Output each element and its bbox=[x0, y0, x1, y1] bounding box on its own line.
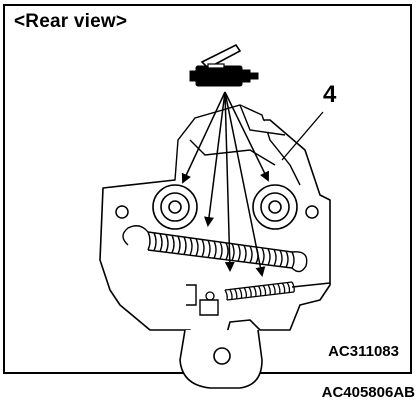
main-spring-coil bbox=[177, 235, 181, 255]
grease-gun-icon bbox=[189, 43, 259, 87]
main-spring bbox=[122, 225, 308, 273]
lower-spring-coil bbox=[257, 285, 262, 297]
latch-slot bbox=[186, 284, 219, 316]
main-spring-coil bbox=[189, 237, 193, 256]
main-spring-coil bbox=[171, 235, 175, 254]
main-spring-coil bbox=[267, 248, 271, 266]
view-title: <Rear view> bbox=[14, 11, 128, 32]
lower-spring-coil bbox=[272, 283, 276, 295]
latch-lower-tab bbox=[179, 329, 263, 389]
callout-number-4: 4 bbox=[323, 81, 337, 108]
main-spring-coil bbox=[231, 243, 235, 261]
pivot-boss-left bbox=[152, 184, 198, 230]
pivot-boss-right bbox=[252, 184, 298, 230]
main-spring-coil bbox=[201, 239, 205, 258]
latch-upper-housing bbox=[174, 104, 301, 186]
lower-spring-coil bbox=[253, 286, 257, 297]
callout-leader-4 bbox=[281, 111, 324, 161]
main-spring-coil bbox=[249, 245, 253, 264]
lubrication-arrows bbox=[181, 91, 269, 277]
main-spring-coil bbox=[153, 232, 157, 252]
main-spring-coil bbox=[159, 233, 163, 252]
main-spring-coil bbox=[279, 250, 283, 267]
main-spring-coil bbox=[261, 247, 265, 265]
lower-spring-coil bbox=[234, 288, 238, 299]
lower-spring-coil bbox=[277, 283, 281, 294]
main-spring-coil bbox=[213, 240, 217, 259]
main-spring-coil bbox=[195, 238, 199, 257]
main-spring-coil bbox=[291, 251, 295, 269]
main-spring-coil bbox=[243, 245, 247, 263]
lower-spring-coil bbox=[267, 284, 271, 295]
main-spring-coil bbox=[285, 250, 289, 268]
main-spring-coil bbox=[225, 242, 229, 261]
mounting-holes bbox=[115, 205, 319, 219]
main-spring-coil bbox=[165, 234, 169, 253]
lower-spring-coil bbox=[262, 285, 267, 296]
lower-spring-coil bbox=[238, 287, 243, 299]
lower-spring-coil bbox=[224, 289, 228, 301]
figure-code-outer: AC405806AB bbox=[321, 384, 415, 401]
lower-spring-coil bbox=[243, 287, 248, 298]
main-spring-coil bbox=[219, 241, 223, 260]
lower-spring-coil bbox=[286, 282, 291, 293]
lower-spring bbox=[205, 281, 331, 301]
main-spring-coil bbox=[147, 231, 151, 251]
main-spring-coil bbox=[273, 249, 277, 267]
lower-spring-coil bbox=[229, 289, 233, 300]
main-spring-coil bbox=[237, 244, 241, 262]
main-spring-coil bbox=[183, 236, 187, 255]
main-spring-coil bbox=[207, 240, 211, 258]
figure-code-inner: AC311083 bbox=[328, 343, 399, 360]
lower-spring-coil bbox=[248, 286, 252, 298]
lower-spring-coil bbox=[281, 282, 286, 294]
